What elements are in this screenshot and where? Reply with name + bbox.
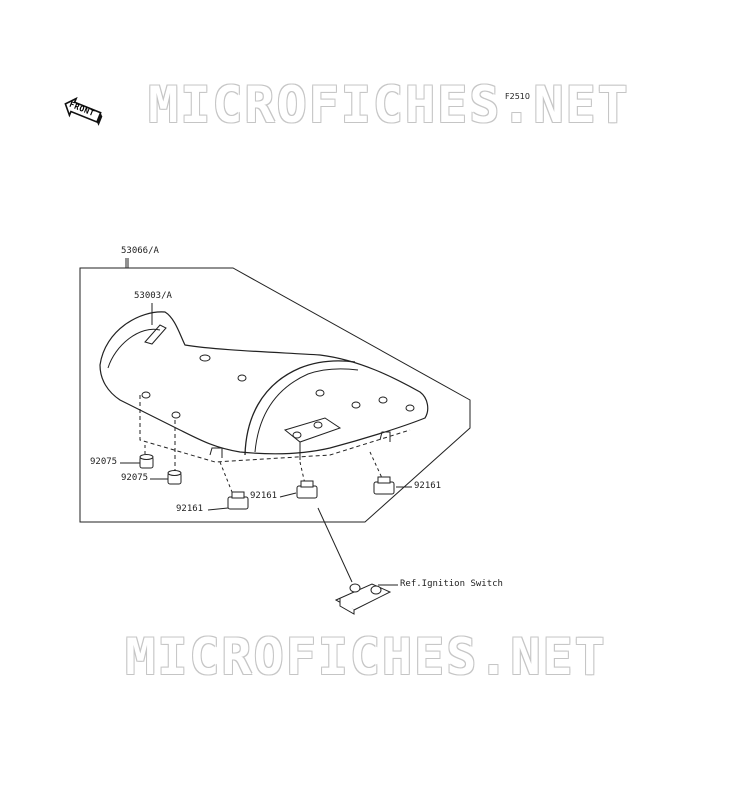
callout-nut-center: 92161 bbox=[250, 491, 278, 501]
damper-parts bbox=[139, 454, 182, 485]
seat-body bbox=[99, 311, 429, 455]
center-bracket bbox=[283, 417, 342, 443]
watermark-top: MICROFICHES.NET bbox=[148, 76, 630, 134]
callout-ref-switch: Ref.Ignition Switch bbox=[400, 579, 503, 589]
callout-seat-assy: 53066/A bbox=[121, 246, 159, 256]
callout-nut-right: 92161 bbox=[414, 481, 442, 491]
seat-emblem bbox=[144, 324, 167, 345]
callout-seat-base: 53003/A bbox=[134, 291, 172, 301]
ignition-switch-part bbox=[334, 583, 392, 615]
seat-underside bbox=[139, 395, 411, 463]
watermark-bottom: MICROFICHES.NET bbox=[125, 628, 607, 686]
mounting-bosses bbox=[141, 354, 415, 439]
figure-code: F2510 bbox=[505, 92, 530, 101]
callout-damper-1: 92075 bbox=[90, 457, 118, 467]
seat-step bbox=[244, 360, 356, 456]
front-arrow-icon: FRONT bbox=[59, 93, 106, 129]
assembly-boundary bbox=[79, 258, 471, 523]
nut-parts bbox=[227, 476, 395, 510]
seat-rim bbox=[107, 328, 161, 369]
left-hook bbox=[209, 447, 223, 458]
right-hook bbox=[379, 431, 391, 442]
callout-damper-2: 92075 bbox=[121, 473, 149, 483]
callout-nut-left: 92161 bbox=[176, 504, 204, 514]
